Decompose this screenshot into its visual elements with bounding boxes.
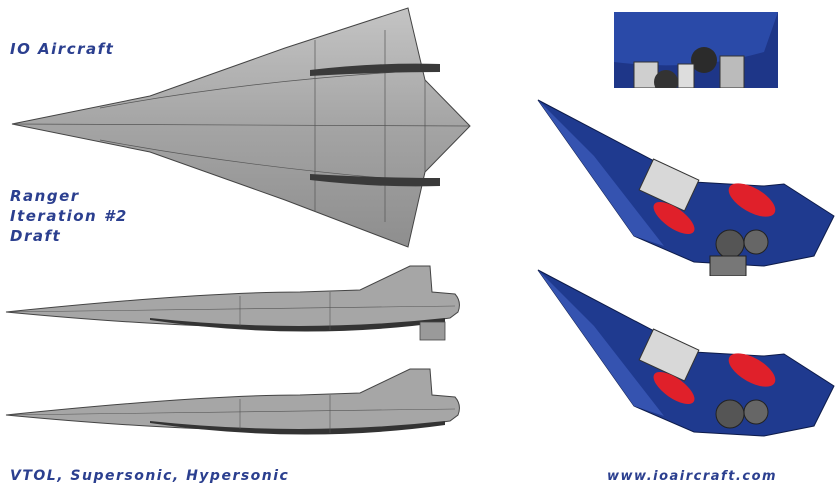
aircraft-side-view-1	[5, 265, 460, 341]
project-status: Draft	[10, 227, 62, 245]
project-label: Ranger Iteration #2 Draft	[10, 186, 128, 246]
project-iteration: Iteration #2	[10, 207, 128, 225]
capabilities-caption: VTOL, Supersonic, Hypersonic	[10, 468, 290, 484]
engine-closeup-view	[614, 12, 778, 88]
aircraft-top-view	[11, 7, 471, 248]
aircraft-render-view-2	[537, 269, 835, 437]
website-url: www.ioaircraft.com	[607, 469, 778, 484]
project-name: Ranger	[10, 187, 80, 205]
aircraft-render-view-1	[537, 99, 835, 276]
aircraft-side-view-2	[5, 368, 460, 435]
brand-title: IO Aircraft	[10, 40, 115, 58]
